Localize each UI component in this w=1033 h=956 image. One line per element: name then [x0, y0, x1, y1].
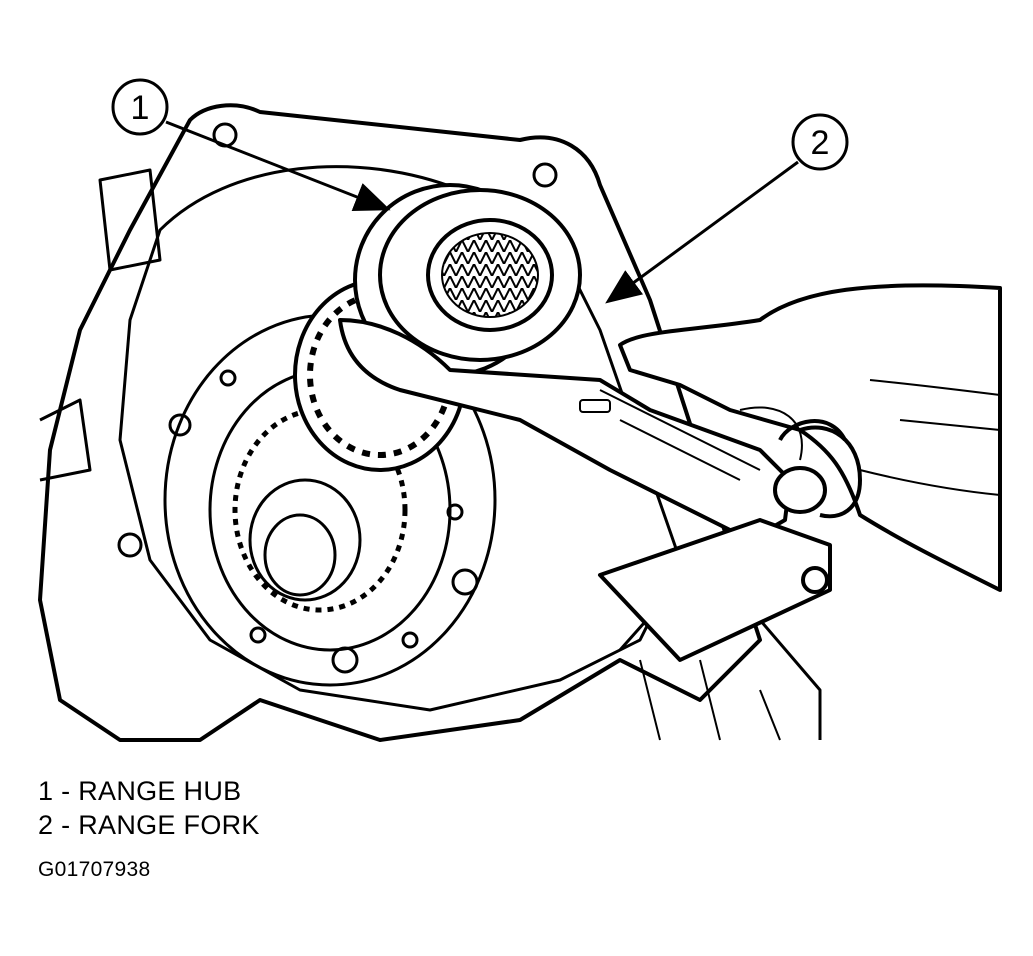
legend: 1 - RANGE HUB 2 - RANGE FORK [38, 774, 260, 842]
output-shaft-bore [163, 313, 497, 687]
range-hub [353, 183, 582, 377]
legend-item-range-hub: 1 - RANGE HUB [38, 776, 242, 806]
range-fork [338, 318, 832, 662]
callout-1: 1 [111, 78, 391, 211]
range-hub-fork-illustration: 1 2 [38, 78, 1002, 742]
callout-1-label: 1 [131, 89, 150, 127]
callout-2-label: 2 [811, 124, 830, 162]
hand [618, 283, 1002, 592]
legend-item-range-fork: 2 - RANGE FORK [38, 810, 260, 840]
figure-code: G01707938 [38, 858, 151, 881]
callout-2: 2 [605, 113, 849, 304]
